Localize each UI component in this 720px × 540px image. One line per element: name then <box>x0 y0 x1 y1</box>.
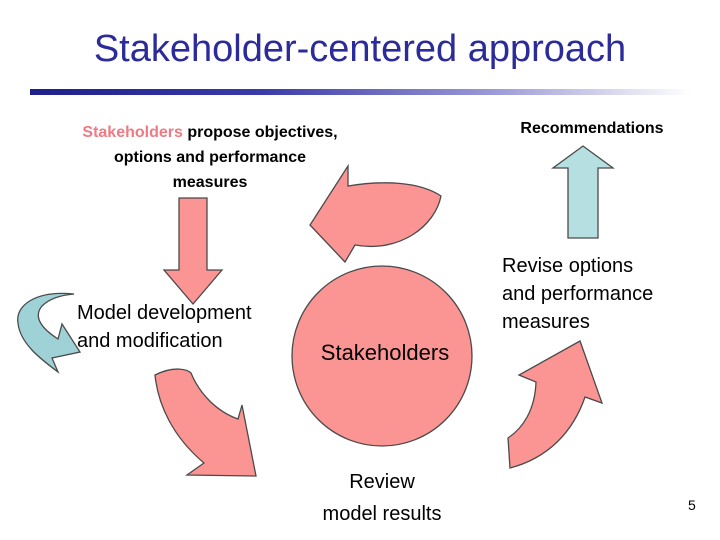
lower-left-curved-arrow <box>154 368 257 477</box>
revise-options-label: Revise options and performance measures <box>502 252 702 336</box>
propose-text: propose objectives, <box>182 124 338 141</box>
propose-line-2: options and performance <box>113 149 307 166</box>
title-divider <box>30 89 690 95</box>
propose-line-3: measures <box>172 174 248 191</box>
revise-line-1: Revise options <box>502 255 634 277</box>
recommendations-label: Recommendations <box>520 120 664 137</box>
revise-line-3: measures <box>502 311 590 333</box>
page-number: 5 <box>688 497 696 513</box>
stakeholders-propose-label: Stakeholders propose objectives, options… <box>30 120 390 195</box>
up-arrow <box>551 145 615 239</box>
propose-line-1: Stakeholders propose objectives, <box>30 120 390 145</box>
revise-line-2: and performance <box>502 283 654 305</box>
review-line-1: Review <box>349 471 415 493</box>
model-development-label: Model development and modification <box>77 299 307 355</box>
loop-arrow <box>17 292 82 375</box>
model-line-1: Model development <box>77 302 252 324</box>
slide-title: Stakeholder-centered approach <box>93 28 627 70</box>
center-stakeholders-label: Stakeholders <box>320 340 450 365</box>
review-line-2: model results <box>322 503 442 525</box>
lower-right-curved-arrow <box>507 340 604 469</box>
stakeholders-highlight: Stakeholders <box>82 124 183 141</box>
model-line-2: and modification <box>77 330 223 352</box>
down-arrow <box>162 197 224 306</box>
stakeholders-circle <box>291 265 473 447</box>
review-label: Review model results <box>282 466 482 530</box>
top-curved-arrow <box>309 163 442 264</box>
